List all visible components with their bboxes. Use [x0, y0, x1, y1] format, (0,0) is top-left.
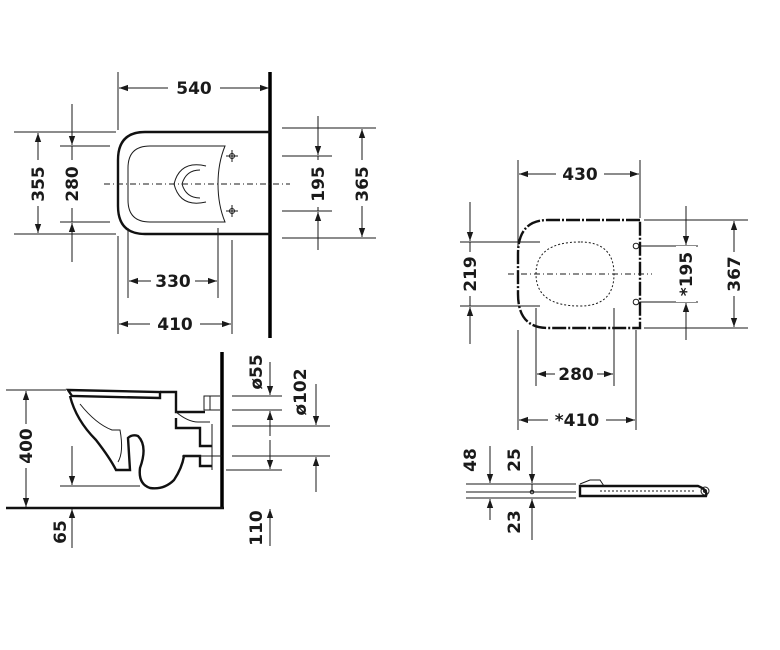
- dim-195-star: *195: [677, 252, 697, 296]
- dim-367: 367: [725, 256, 745, 292]
- dim-330: 330: [155, 272, 191, 292]
- dim-25: 25: [505, 448, 525, 472]
- dim-diameter-55: ø55: [247, 354, 267, 389]
- fixing-hole-icon: [226, 150, 238, 162]
- dim-365: 365: [353, 166, 373, 202]
- hinge-icon: [700, 486, 710, 496]
- dim-195: 195: [309, 166, 329, 202]
- dim-280: 280: [63, 166, 83, 202]
- dim-540: 540: [176, 79, 212, 99]
- seat-top-view: 430 219 *195 367 280 *410: [460, 160, 748, 431]
- dim-400: 400: [17, 428, 37, 464]
- dim-23: 23: [505, 510, 525, 534]
- fixing-hole-icon: [226, 205, 238, 217]
- dim-430: 430: [562, 165, 598, 185]
- seat-profile: [578, 484, 708, 498]
- dim-410-star: *410: [555, 411, 600, 431]
- bowl-body: [68, 395, 212, 490]
- dim-65: 65: [51, 520, 71, 544]
- dim-355: 355: [29, 166, 49, 202]
- dim-110: 110: [247, 510, 267, 546]
- dim-280-seat: 280: [558, 365, 594, 385]
- dim-48: 48: [461, 448, 481, 472]
- dim-410: 410: [157, 315, 193, 335]
- hinge-hole-icon: [632, 242, 640, 250]
- bowl-rim: [65, 388, 162, 400]
- seat-outline: [516, 218, 642, 330]
- dim-diameter-102: ø102: [291, 368, 311, 415]
- dim-219: 219: [461, 256, 481, 292]
- side-view: 400 65 ø55 ø102 110: [6, 352, 330, 548]
- bowl-opening: [127, 145, 226, 223]
- hinge-hole-icon: [632, 298, 640, 306]
- bowl-outline: [116, 130, 270, 236]
- top-view: 540 355 280 195 365 330: [14, 72, 376, 338]
- seat-side-view: 48 25 23: [461, 446, 710, 540]
